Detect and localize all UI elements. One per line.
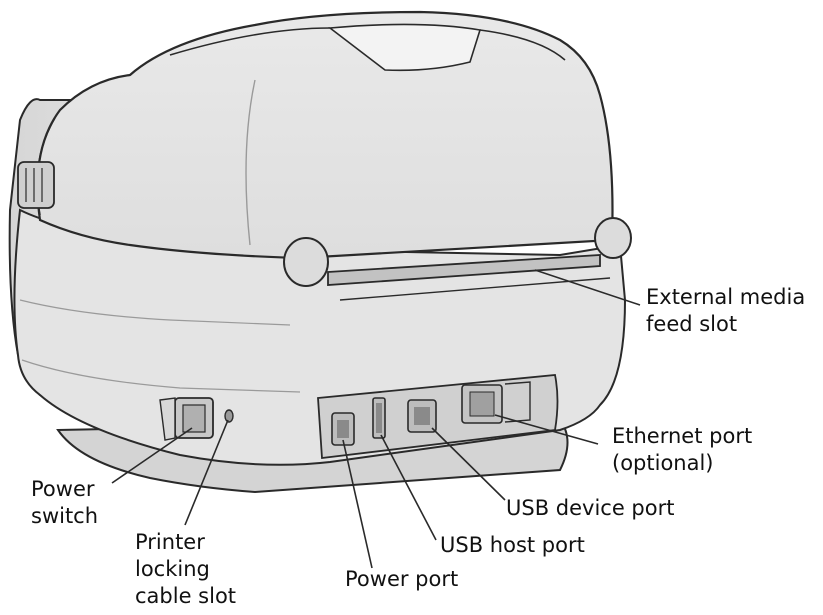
leader-lines — [111, 269, 641, 569]
leader-external-media-feed-slot — [534, 269, 641, 306]
printer-top-cover — [36, 10, 614, 260]
leader-ethernet-port — [494, 414, 599, 445]
callout-line: Printer — [135, 530, 205, 554]
callout-line: External media — [646, 285, 806, 309]
callout-line: feed slot — [646, 312, 738, 336]
callout-power-switch: Power switch — [31, 476, 98, 530]
callout-usb-host-port: USB host port — [440, 532, 585, 559]
locking-cable-slot — [224, 409, 234, 423]
callout-line: cable slot — [135, 584, 237, 608]
callout-line: Power — [31, 477, 95, 501]
callout-line: USB host port — [440, 533, 585, 557]
left-hinge-knob — [283, 237, 329, 287]
callout-power-port: Power port — [345, 566, 458, 593]
media-feed-slot — [327, 254, 601, 286]
leader-power-port — [342, 439, 373, 569]
callout-usb-device-port: USB device port — [506, 495, 674, 522]
leader-power-switch — [111, 427, 193, 484]
callout-line: (optional) — [612, 451, 714, 475]
side-grip — [17, 161, 55, 209]
leader-locking-cable-slot — [184, 419, 229, 526]
callout-printer-locking-cable-slot: Printer locking cable slot — [135, 529, 236, 610]
callout-external-media-feed-slot: External media feed slot — [646, 284, 805, 338]
callout-line: Ethernet port — [612, 424, 753, 448]
callout-line: switch — [31, 504, 99, 528]
callout-line: locking — [135, 557, 210, 581]
leader-usb-device-port — [431, 427, 506, 501]
callout-line: USB device port — [506, 496, 675, 520]
right-hinge-knob — [594, 217, 632, 259]
leader-usb-host-port — [380, 434, 437, 541]
callout-line: Power port — [345, 567, 459, 591]
callout-ethernet-port: Ethernet port (optional) — [612, 423, 752, 477]
printer-cover-window — [327, 23, 482, 72]
